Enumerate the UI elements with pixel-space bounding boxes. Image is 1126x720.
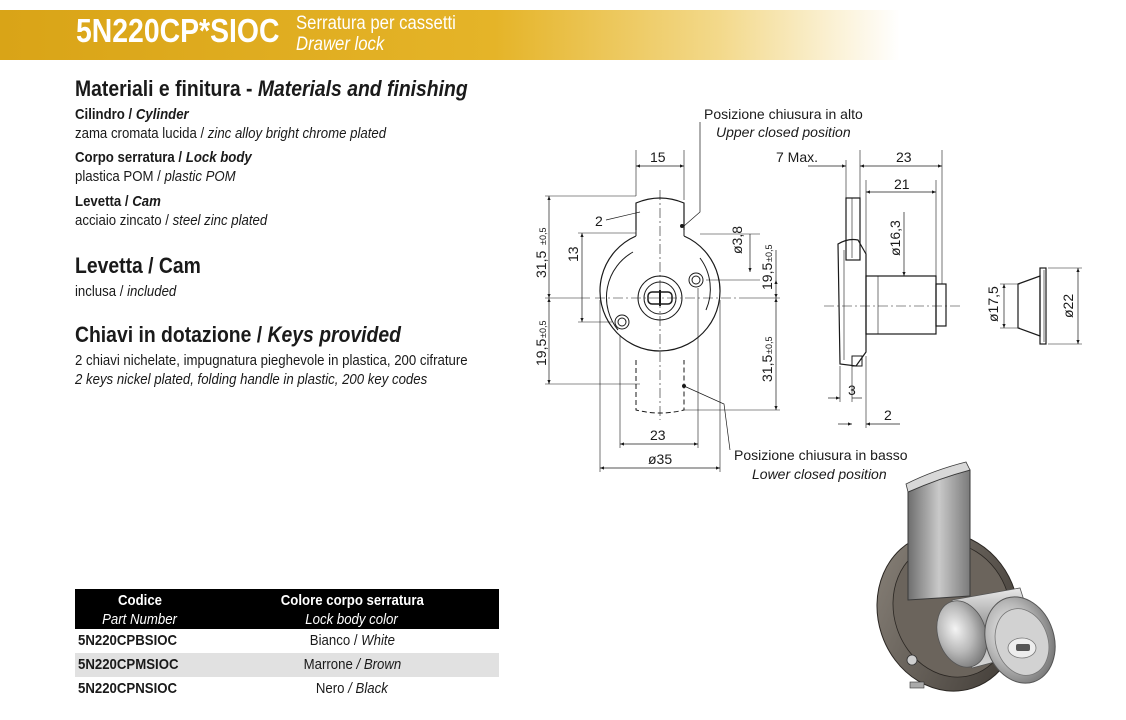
dim-7-max: 7 Max. [776, 149, 818, 165]
dim-2-side: 2 [884, 407, 892, 423]
table-header-code: Codice Part Number [75, 589, 205, 629]
front-view [545, 122, 780, 472]
dim-35: ø35 [648, 451, 672, 467]
cam-material-label: Levetta / Cam [75, 193, 161, 210]
tol-31-5-right: ±0,5 [764, 337, 774, 354]
dim-23-side: 23 [896, 149, 912, 165]
lower-position-label-it: Posizione chiusura in basso [734, 447, 908, 463]
part-code: 5N220CPNSIOC [78, 680, 178, 697]
body-color: Nero / Black [316, 680, 388, 697]
dim-16-3: ø16,3 [887, 220, 903, 256]
dim-15: 15 [650, 149, 666, 165]
bezel-view [1000, 267, 1082, 345]
lock-body-label: Corpo serratura / Lock body [75, 149, 252, 166]
lock-body-value: plastica POM / plastic POM [75, 168, 236, 185]
keys-line-it: 2 chiavi nichelate, impugnatura pieghevo… [75, 352, 468, 369]
part-number-table: Codice Part Number Colore corpo serratur… [75, 589, 499, 701]
dim-22: ø22 [1060, 294, 1076, 318]
tol-19-5-left: ±0,5 [538, 321, 548, 338]
product-render-image [876, 461, 1056, 692]
cylinder-value: zama cromata lucida / zinc alloy bright … [75, 125, 387, 142]
table-row: 5N220CPNSIOC Nero / Black [75, 677, 499, 701]
header-band [0, 10, 900, 60]
product-subtitle-it: Serratura per cassetti [296, 13, 456, 34]
side-view [808, 150, 960, 428]
keys-title: Chiavi in dotazione / Keys provided [75, 322, 401, 347]
materials-title: Materiali e finitura - Materials and fin… [75, 76, 468, 101]
dim-17-5: ø17,5 [985, 286, 1001, 322]
lower-position-label-en: Lower closed position [752, 466, 887, 482]
part-code: 5N220CPBSIOC [78, 632, 178, 649]
dim-19-5-right: 19,5 [759, 263, 775, 290]
dim-21: 21 [894, 176, 910, 192]
body-color: Marrone / Brown [303, 656, 401, 673]
body-color: Bianco / White [309, 632, 395, 649]
cylinder-label: Cilindro / Cylinder [75, 106, 189, 123]
product-code-title: 5N220CP*SIOC [76, 12, 280, 49]
dim-31-5-top: 31,5 [533, 251, 549, 278]
keys-line-en: 2 keys nickel plated, folding handle in … [75, 371, 428, 388]
tol-19-5-right: ±0,5 [764, 245, 774, 262]
tol-31-5-top: ±0,5 [538, 228, 548, 245]
table-row: 5N220CPMSIOC Marrone / Brown [75, 653, 499, 677]
dim-3: 3 [848, 382, 856, 398]
part-code: 5N220CPMSIOC [78, 656, 179, 673]
cam-material-value: acciaio zincato / steel zinc plated [75, 212, 268, 229]
upper-position-label-en: Upper closed position [716, 124, 851, 140]
dim-13: 13 [565, 246, 581, 262]
table-header-color: Colore corpo serratura Lock body color [205, 589, 499, 629]
product-subtitle-en: Drawer lock [296, 34, 385, 55]
dim-31-5-right: 31,5 [759, 355, 775, 382]
dim-19-5-left: 19,5 [533, 339, 549, 366]
cam-title: Levetta / Cam [75, 253, 201, 278]
upper-position-label-it: Posizione chiusura in alto [704, 106, 863, 122]
dim-2-top: 2 [595, 213, 603, 229]
cam-value: inclusa / included [75, 283, 177, 300]
table-row: 5N220CPBSIOC Bianco / White [75, 629, 499, 653]
dim-3-8: ø3,8 [729, 226, 745, 254]
dim-23-bottom: 23 [650, 427, 666, 443]
